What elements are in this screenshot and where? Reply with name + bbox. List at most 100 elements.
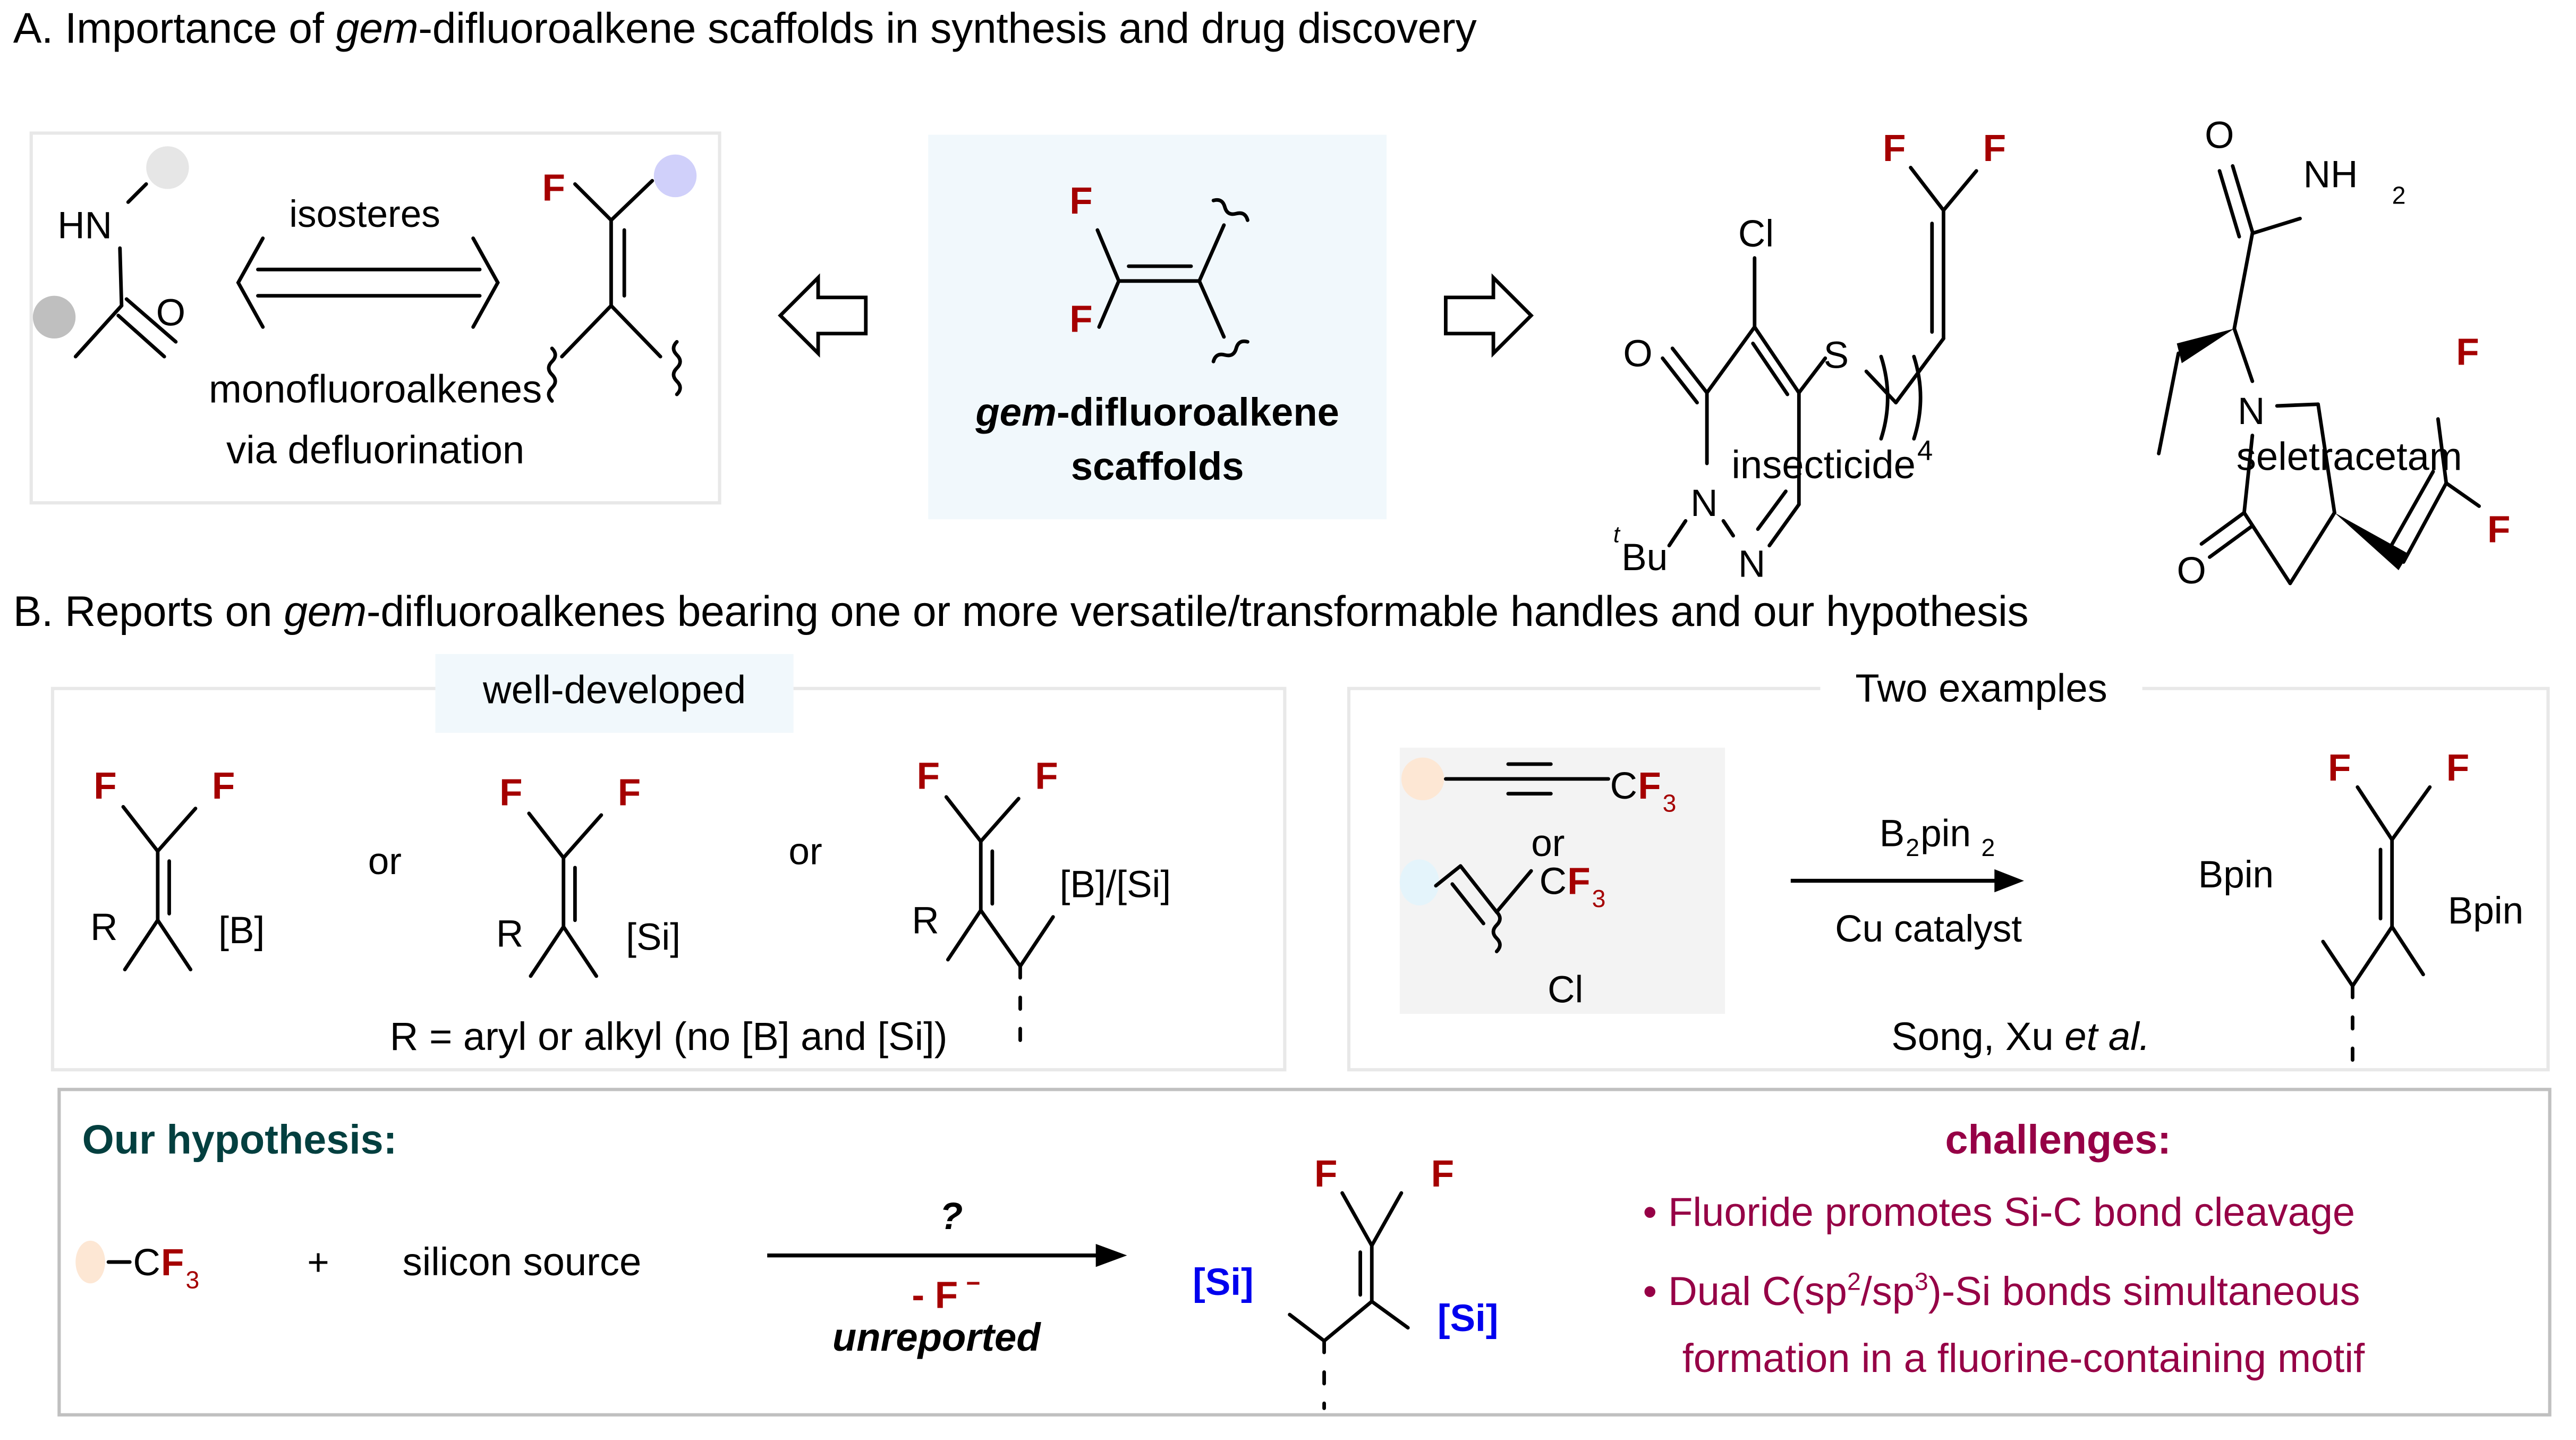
insecticide-tbu: Bu: [1621, 537, 1668, 579]
well-developed-footnote: R = aryl or alkyl (no [B] and [Si]): [389, 1015, 948, 1060]
monofluoro-caption-line2: via defluorination: [226, 429, 525, 473]
substituent-dot-peach: [75, 1240, 105, 1284]
hyp-product-si1: [Si]: [1193, 1261, 1254, 1303]
seletracetam-o2: O: [2177, 550, 2206, 592]
s3-group: [B]/[Si]: [1060, 864, 1171, 906]
well-developed-structures: F F R [B] or F F R [Si] or F F R [B]/[: [90, 755, 1171, 1051]
amide-o-label: O: [156, 292, 185, 334]
bullet-icon: •: [1643, 1191, 1657, 1236]
substituent-dot-peach: [1401, 757, 1444, 801]
wavy-bond-icon: [1211, 198, 1249, 222]
s3-f2: F: [1035, 755, 1058, 797]
hyp-arrowhead-icon: [1095, 1244, 1127, 1267]
gem-difluoroalkene-structure: F F: [1069, 180, 1249, 363]
challenge-1: • Fluoride promotes Si-C bond cleavage: [1643, 1191, 2356, 1238]
hyp-question: ?: [940, 1196, 963, 1238]
challenge-2-text-c: )-Si bonds simultaneous: [1928, 1270, 2360, 1315]
substituent-dot-grey-light: [146, 146, 189, 189]
s1-f2: F: [212, 765, 235, 807]
seletracetam-f1: F: [2456, 332, 2479, 374]
hyp-plus: +: [307, 1242, 329, 1284]
s2-f2: F: [618, 772, 641, 814]
wedge-bond: [2334, 512, 2409, 571]
alkyne-cf3-sub: 3: [1663, 790, 1677, 817]
challenges-title: challenges:: [1945, 1117, 2171, 1164]
reagent-b: B: [1880, 813, 1905, 855]
amide-nh-label: HN: [57, 205, 112, 247]
section-a-title: A. Importance of gem-difluoroalkene scaf…: [13, 3, 1477, 54]
reagent-sub2: 2: [1982, 834, 1995, 861]
or-2: or: [788, 831, 822, 873]
hyp-minus-f: - F: [912, 1275, 958, 1317]
challenge-2: • Dual C(sp2/sp3)-Si bonds simultaneous: [1643, 1268, 2360, 1316]
insecticide-tbu-sup: t: [1613, 522, 1621, 548]
hypothesis-scheme: C F 3 + silicon source ? - F − unreporte…: [75, 1153, 1499, 1410]
insecticide-f1: F: [1883, 128, 1906, 170]
product-f1: F: [2328, 747, 2351, 789]
s3-r: R: [912, 900, 939, 942]
wavy-bond-icon: [547, 346, 557, 403]
center-caption-rest: -difluoroalkene: [1056, 391, 1339, 436]
hyp-unreported: unreported: [832, 1315, 1041, 1359]
alkyne-cf3-c: C: [1610, 765, 1637, 807]
insecticide-o: O: [1623, 333, 1652, 375]
center-f-top: F: [1069, 180, 1092, 222]
product-bpin1: Bpin: [2198, 854, 2274, 896]
seletracetam-label: seletracetam: [2236, 435, 2462, 480]
double-arrow-left-head: [236, 236, 265, 329]
insecticide-cl: Cl: [1738, 213, 1774, 255]
citation-etal: et al.: [2064, 1015, 2150, 1060]
two-examples-structures: C F 3 or C F 3 Cl B 2 pin 2 Cu catalyst …: [1399, 747, 2523, 1062]
seletracetam-f2: F: [2487, 509, 2510, 551]
center-caption-line1: gem-difluoroalkene: [928, 391, 1387, 437]
wavy-bond-icon: [1491, 910, 1502, 953]
alkene-f-label: F: [542, 167, 565, 209]
citation-authors: Song, Xu: [1891, 1015, 2065, 1060]
s3-f1: F: [917, 755, 940, 797]
hollow-arrow-left-icon: [778, 273, 868, 358]
substrates-or: or: [1531, 823, 1565, 865]
reagent-pin: pin: [1920, 813, 1971, 855]
substrates-box: [1399, 748, 1725, 1014]
insecticide-n-subscript: 4: [1917, 435, 1933, 467]
s2-group: [Si]: [626, 916, 681, 958]
alkyne-cf3-f: F: [1638, 765, 1661, 807]
insecticide-n1: N: [1690, 482, 1718, 524]
hyp-cf3-f: F: [161, 1242, 184, 1284]
wavy-bond-icon: [1211, 339, 1249, 363]
s1-r: R: [90, 907, 117, 948]
challenge-2-text-a: Dual C(sp: [1668, 1270, 1847, 1315]
insecticide-f2: F: [1983, 128, 2006, 170]
wavy-bond-icon: [671, 340, 682, 396]
gem-difluoroalkene-panel: [928, 134, 1387, 520]
insecticide-label: insecticide: [1731, 443, 1916, 488]
section-a-title-suffix: -difluoroalkene scaffolds in synthesis a…: [418, 3, 1477, 53]
bullet-icon: •: [1643, 1270, 1657, 1315]
s1-group: [B]: [218, 910, 265, 952]
center-caption-line2: scaffolds: [1070, 445, 1244, 490]
s2-r: R: [496, 913, 523, 955]
alkene-cf3-c: C: [1540, 860, 1567, 902]
section-b-title: B. Reports on gem-difluoroalkenes bearin…: [13, 587, 2029, 638]
challenge-2-line2: formation in a fluorine-containing motif: [1682, 1337, 2365, 1382]
challenge-2-sup2: 3: [1914, 1268, 1928, 1297]
alkene-cf3-sub: 3: [1592, 885, 1606, 912]
hyp-product-si2: [Si]: [1438, 1298, 1499, 1340]
hollow-arrow-right-icon: [1443, 273, 1534, 358]
product-bpin2: Bpin: [2448, 890, 2523, 932]
isostere-structures: HN O isosteres F: [32, 146, 697, 403]
substituent-dot-lightblue: [1399, 859, 1440, 905]
seletracetam-nh2: NH: [2303, 154, 2358, 196]
alkene-cl: Cl: [1548, 969, 1583, 1011]
two-examples-label: Two examples: [1820, 657, 2143, 723]
alkene-cf3-f: F: [1567, 860, 1590, 902]
citation: Song, Xu et al.: [1676, 1015, 2366, 1062]
s1-f1: F: [93, 765, 116, 807]
challenge-2-text-b: /sp: [1860, 1270, 1915, 1315]
insecticide-s: S: [1824, 335, 1849, 377]
hypothesis-title: Our hypothesis:: [82, 1117, 397, 1164]
center-f-bottom: F: [1069, 299, 1092, 341]
challenge-1-text: Fluoride promotes Si-C bond cleavage: [1668, 1191, 2356, 1236]
reagent-sub1: 2: [1906, 834, 1919, 861]
seletracetam-o1: O: [2205, 114, 2234, 156]
